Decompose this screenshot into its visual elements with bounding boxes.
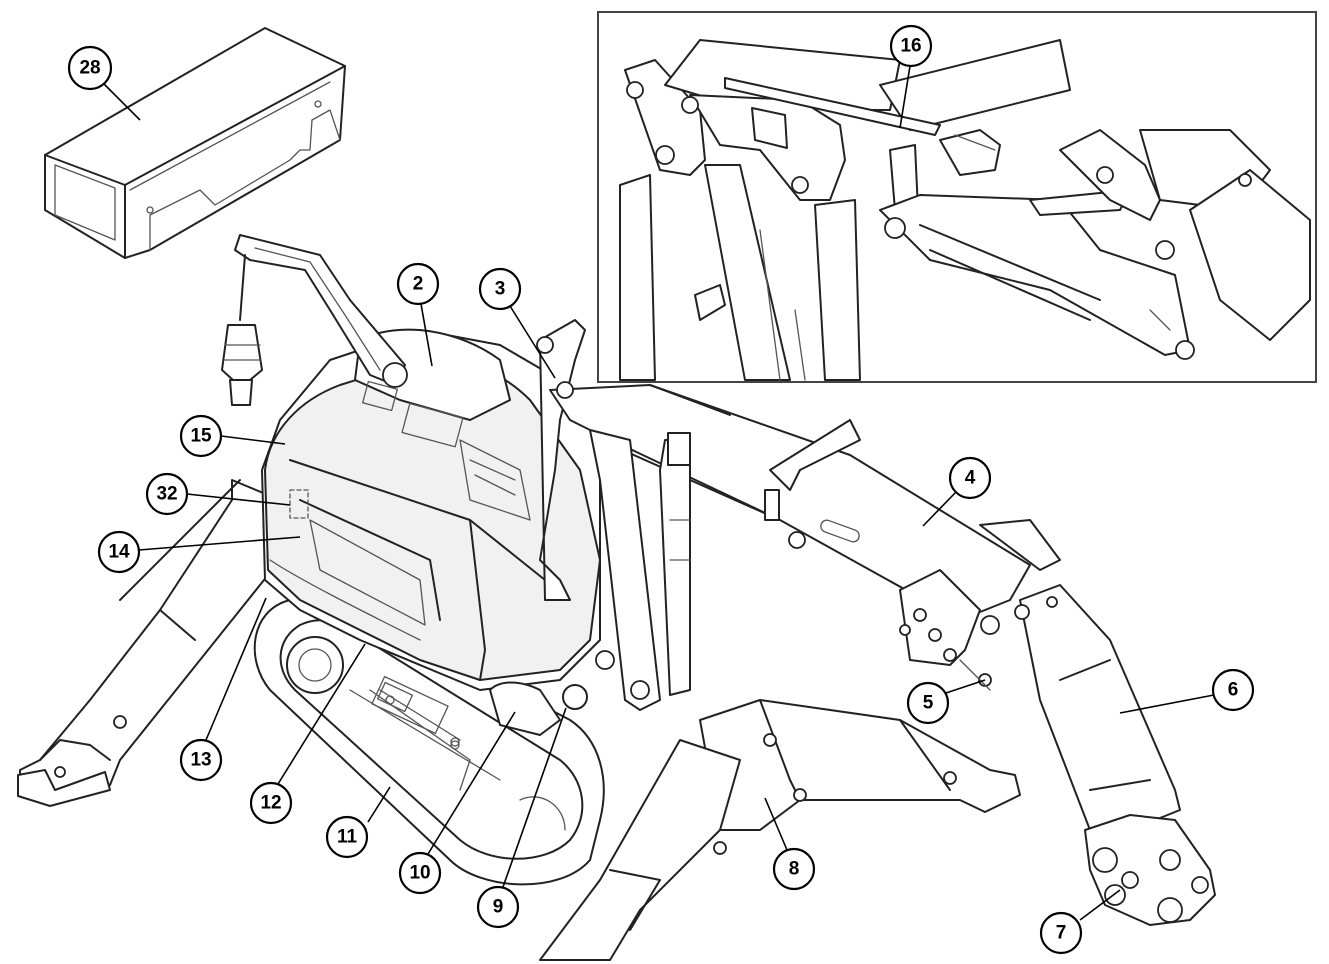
leader-11 bbox=[367, 786, 391, 823]
callout-4: 4 bbox=[948, 456, 992, 500]
callout-label: 13 bbox=[190, 750, 211, 771]
inset-artwork bbox=[619, 39, 1311, 381]
callout-9: 9 bbox=[476, 885, 520, 929]
callout-3: 3 bbox=[478, 267, 522, 311]
callout-label: 9 bbox=[493, 897, 504, 918]
lifting-handle bbox=[221, 234, 408, 406]
leader-8 bbox=[764, 797, 788, 851]
callout-label: 12 bbox=[260, 793, 281, 814]
leader-15 bbox=[220, 435, 286, 445]
callout-label: 15 bbox=[190, 426, 212, 447]
leader-13 bbox=[205, 597, 267, 741]
callout-label: 28 bbox=[79, 58, 100, 79]
leader-12 bbox=[277, 643, 366, 785]
callout-label: 10 bbox=[409, 863, 430, 884]
callout-label: 8 bbox=[789, 859, 800, 880]
callout-6: 6 bbox=[1211, 668, 1255, 712]
callout-5: 5 bbox=[906, 681, 950, 725]
left-outrigger bbox=[17, 479, 281, 807]
arm-6 bbox=[1014, 584, 1181, 831]
leader-28 bbox=[103, 83, 141, 121]
leader-14 bbox=[138, 536, 301, 551]
callout-16: 16 bbox=[889, 24, 933, 68]
callout-12: 12 bbox=[249, 781, 293, 825]
callout-14: 14 bbox=[97, 530, 141, 574]
tool-attachment bbox=[1084, 814, 1216, 926]
leader-10 bbox=[427, 711, 516, 855]
callout-8: 8 bbox=[772, 847, 816, 891]
leader-5 bbox=[945, 679, 986, 694]
callout-11: 11 bbox=[325, 815, 369, 859]
callout-label: 16 bbox=[900, 36, 921, 57]
leader-3 bbox=[509, 305, 556, 379]
callout-label: 32 bbox=[156, 484, 177, 505]
machine-body bbox=[261, 328, 601, 747]
inset-detail bbox=[597, 11, 1317, 383]
callout-label: 5 bbox=[923, 693, 934, 714]
leader-6 bbox=[1119, 694, 1215, 714]
callout-label: 6 bbox=[1228, 680, 1239, 701]
front-outrigger bbox=[539, 739, 741, 961]
cover-part-28 bbox=[44, 27, 346, 259]
callout-label: 11 bbox=[337, 827, 358, 848]
arm-system bbox=[536, 319, 1061, 711]
callout-label: 2 bbox=[413, 274, 424, 295]
callout-label: 7 bbox=[1056, 923, 1067, 944]
leader-9 bbox=[502, 707, 567, 888]
leader-7 bbox=[1079, 889, 1121, 921]
callout-32: 32 bbox=[145, 472, 189, 516]
hydraulic-valve-block bbox=[899, 569, 992, 691]
right-rear-outrigger bbox=[699, 699, 1021, 831]
leader-4 bbox=[922, 491, 957, 527]
callout-7: 7 bbox=[1039, 911, 1083, 955]
callout-label: 3 bbox=[495, 279, 506, 300]
callouts: 28 2 3 15 32 14 4 5 6 13 12 bbox=[67, 24, 1255, 955]
leader-16 bbox=[899, 65, 911, 129]
callout-13: 13 bbox=[179, 738, 223, 782]
callout-2: 2 bbox=[396, 262, 440, 306]
leader-lines bbox=[103, 65, 1215, 921]
leader-32 bbox=[186, 493, 291, 506]
callout-15: 15 bbox=[179, 414, 223, 458]
leader-2 bbox=[420, 303, 433, 367]
callout-28: 28 bbox=[67, 45, 113, 91]
callout-label: 14 bbox=[108, 542, 130, 563]
callout-label: 4 bbox=[965, 468, 976, 489]
callout-10: 10 bbox=[398, 851, 442, 895]
